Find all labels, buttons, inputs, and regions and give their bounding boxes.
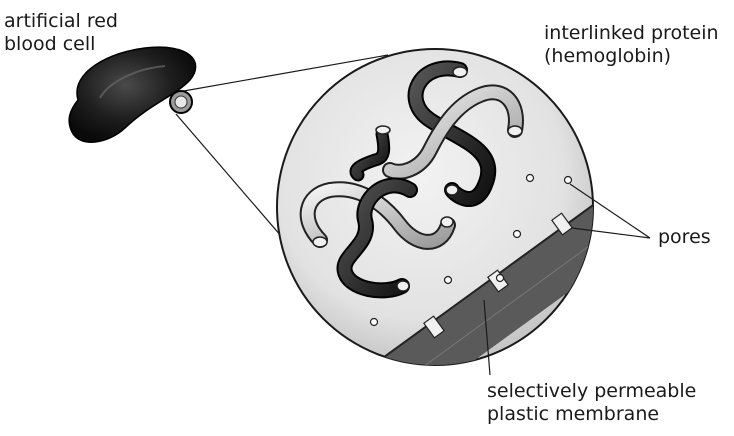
label-membrane-line2: plastic membrane — [487, 403, 696, 426]
red-blood-cell-icon — [69, 47, 196, 142]
label-membrane: selectively permeable plastic membrane — [487, 380, 696, 426]
magnification-circle — [277, 49, 640, 400]
label-protein-line1: interlinked protein — [544, 22, 719, 45]
label-pores-text: pores — [658, 226, 711, 249]
label-protein-line2: (hemoglobin) — [544, 45, 719, 68]
label-pores: pores — [658, 226, 711, 249]
label-red-blood-cell-line1: artificial red — [4, 10, 118, 33]
label-red-blood-cell-line2: blood cell — [4, 33, 118, 56]
label-red-blood-cell: artificial red blood cell — [4, 10, 118, 56]
label-interlinked-protein: interlinked protein (hemoglobin) — [544, 22, 719, 68]
label-membrane-line1: selectively permeable — [487, 380, 696, 403]
